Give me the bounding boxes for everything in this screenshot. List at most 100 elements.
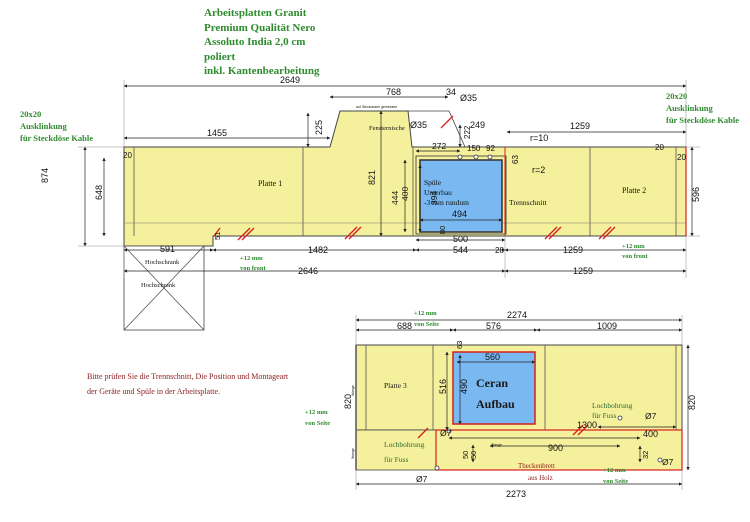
left-cutout-note: 20x20 Ausklinkung für Steckdöse Kable <box>20 108 93 144</box>
wange-label-2: Wange <box>491 443 502 447</box>
dim-80: 80 <box>438 226 447 234</box>
dim-1455: 1455 <box>207 128 227 138</box>
dim-874: 874 <box>40 168 50 183</box>
dim-500: 500 <box>453 234 468 244</box>
dim-490: 490 <box>459 379 469 394</box>
dim-50-b: 50 <box>469 451 478 459</box>
top-plan <box>78 80 700 331</box>
dim-51: 51 <box>213 232 222 240</box>
dim-34: 34 <box>446 87 456 97</box>
dim-1482: 1482 <box>308 245 328 255</box>
material-notes: Arbeitsplatten Granit Premium Qualität N… <box>204 6 320 79</box>
dim-1259-top: 1259 <box>570 121 590 131</box>
sink-label-1: Spüle <box>424 178 442 187</box>
dim-dia7-a: Ø7 <box>440 428 452 438</box>
theckenbrett-label-1: Theckenbrett <box>518 462 555 470</box>
material-line-3: Assoluto India 2,0 cm <box>204 36 306 48</box>
material-line-1: Arbeitsplatten Granit <box>204 7 307 19</box>
right-cutout-line-3: für Steckdöse Kable <box>666 115 740 125</box>
left-cutout-line-2: Ausklinkung <box>20 121 67 131</box>
lochbohrung-right-1: Lochbohrung <box>592 401 633 410</box>
dim-900: 900 <box>548 443 563 453</box>
dim-50-a: 50 <box>461 451 470 459</box>
dim-272: 272 <box>432 141 446 151</box>
hochschrank-label-1: Hochschrank <box>145 259 180 266</box>
dim-820-left: 820 <box>343 394 353 409</box>
dim-20-a: 20 <box>123 151 132 160</box>
side-offset-top-a: +12 mm <box>414 310 437 317</box>
dim-2273: 2273 <box>506 489 526 499</box>
dim-dia7-c: Ø7 <box>416 474 428 484</box>
dim-2649: 2649 <box>280 75 300 85</box>
hochschrank-label-2: Hochschrank <box>141 282 176 289</box>
dim-2646: 2646 <box>298 266 318 276</box>
dim-821: 821 <box>367 170 377 185</box>
sink-label-3: -3 mm rundum <box>424 198 469 207</box>
dim-1300: 1300 <box>577 420 597 430</box>
dim-400-bottom: 400 <box>643 429 658 439</box>
dim-dia35-a: Ø35 <box>460 93 477 103</box>
dim-20-b: 20 <box>655 143 664 152</box>
fensternische-label: Fensternische <box>369 125 405 132</box>
dim-688: 688 <box>397 321 412 331</box>
material-line-4: poliert <box>204 50 236 63</box>
ceran-cutout <box>452 351 536 425</box>
dim-32: 32 <box>641 451 650 459</box>
niche-small-label: auf Steckdosen gemessen <box>356 105 397 109</box>
front-offset-1a: +12 mm <box>240 255 263 262</box>
dim-400: 400 <box>400 187 410 201</box>
radius-10-label: r=10 <box>530 133 548 143</box>
side-offset-top-b: von Seite <box>414 321 439 328</box>
dim-560: 560 <box>485 352 500 362</box>
dim-1259-bottom: 1259 <box>573 266 593 276</box>
side-offset-left-b: von Seite <box>305 420 330 427</box>
dim-92: 92 <box>486 144 495 153</box>
ceran-label-1: Ceran <box>476 376 508 390</box>
side-offset-bottom-a: +12 mm <box>603 467 626 474</box>
platte-1-label: Platte 1 <box>258 179 282 188</box>
material-line-2: Premium Qualität Nero <box>204 21 316 34</box>
dim-63: 63 <box>511 155 520 164</box>
dim-150: 150 <box>467 144 481 153</box>
bottom-labels: Platte 3 Ceran Aufbau Lochbohrung für Fu… <box>305 310 697 499</box>
dim-222: 222 <box>463 125 472 139</box>
dim-394: 394 <box>429 191 439 205</box>
radius-2-label: r=2 <box>532 165 545 175</box>
dim-249: 249 <box>470 120 485 130</box>
dim-516: 516 <box>438 379 448 394</box>
right-cutout-line-1: 20x20 <box>666 91 688 101</box>
top-labels: Platte 1 Platte 2 Spüle Unterbau -3 mm r… <box>40 75 701 289</box>
dim-576: 576 <box>486 321 501 331</box>
front-offset-2b: von front <box>622 253 649 260</box>
dim-225: 225 <box>314 120 324 135</box>
front-offset-1b: von front <box>240 265 267 272</box>
dim-444: 444 <box>390 191 400 205</box>
dim-1259-mid: 1259 <box>563 245 583 255</box>
dim-768: 768 <box>386 87 401 97</box>
ceran-label-2: Aufbau <box>476 397 515 411</box>
warning-line-1: Bitte prüfen Sie die Trennschnitt, Die P… <box>87 372 289 381</box>
dim-494: 494 <box>452 209 467 219</box>
dim-544: 544 <box>453 245 468 255</box>
dim-dia7-d: Ø7 <box>662 457 674 467</box>
material-line-5: inkl. Kantenbearbeitung <box>204 65 320 77</box>
right-cutout-note: 20x20 Ausklinkung für Steckdöse Kable <box>666 90 739 126</box>
dim-596: 596 <box>691 187 701 202</box>
wange-label-1: Wange <box>351 385 355 396</box>
lochbohrung-left-1: Lochbohrung <box>384 440 425 449</box>
front-offset-2a: +12 mm <box>622 243 645 250</box>
dim-820-right: 820 <box>687 395 697 410</box>
right-cutout-line-2: Ausklinkung <box>666 103 713 113</box>
platte-2-label: Platte 2 <box>622 186 646 195</box>
bottom-plan <box>355 315 690 490</box>
dim-28: 28 <box>495 246 504 255</box>
wange-label-3: Wange <box>351 448 355 459</box>
side-offset-bottom-b: von Seite <box>603 478 628 485</box>
left-cutout-line-3: für Steckdöse Kable <box>20 133 94 143</box>
dim-648: 648 <box>94 185 104 200</box>
dim-63-bottom: 63 <box>455 341 464 349</box>
lochbohrung-right-2: für Fuss <box>592 411 616 420</box>
warning-line-2: der Geräte und Spüle in der Arbeitsplatt… <box>87 387 221 396</box>
theckenbrett-label-2: aus Holz <box>528 474 553 482</box>
